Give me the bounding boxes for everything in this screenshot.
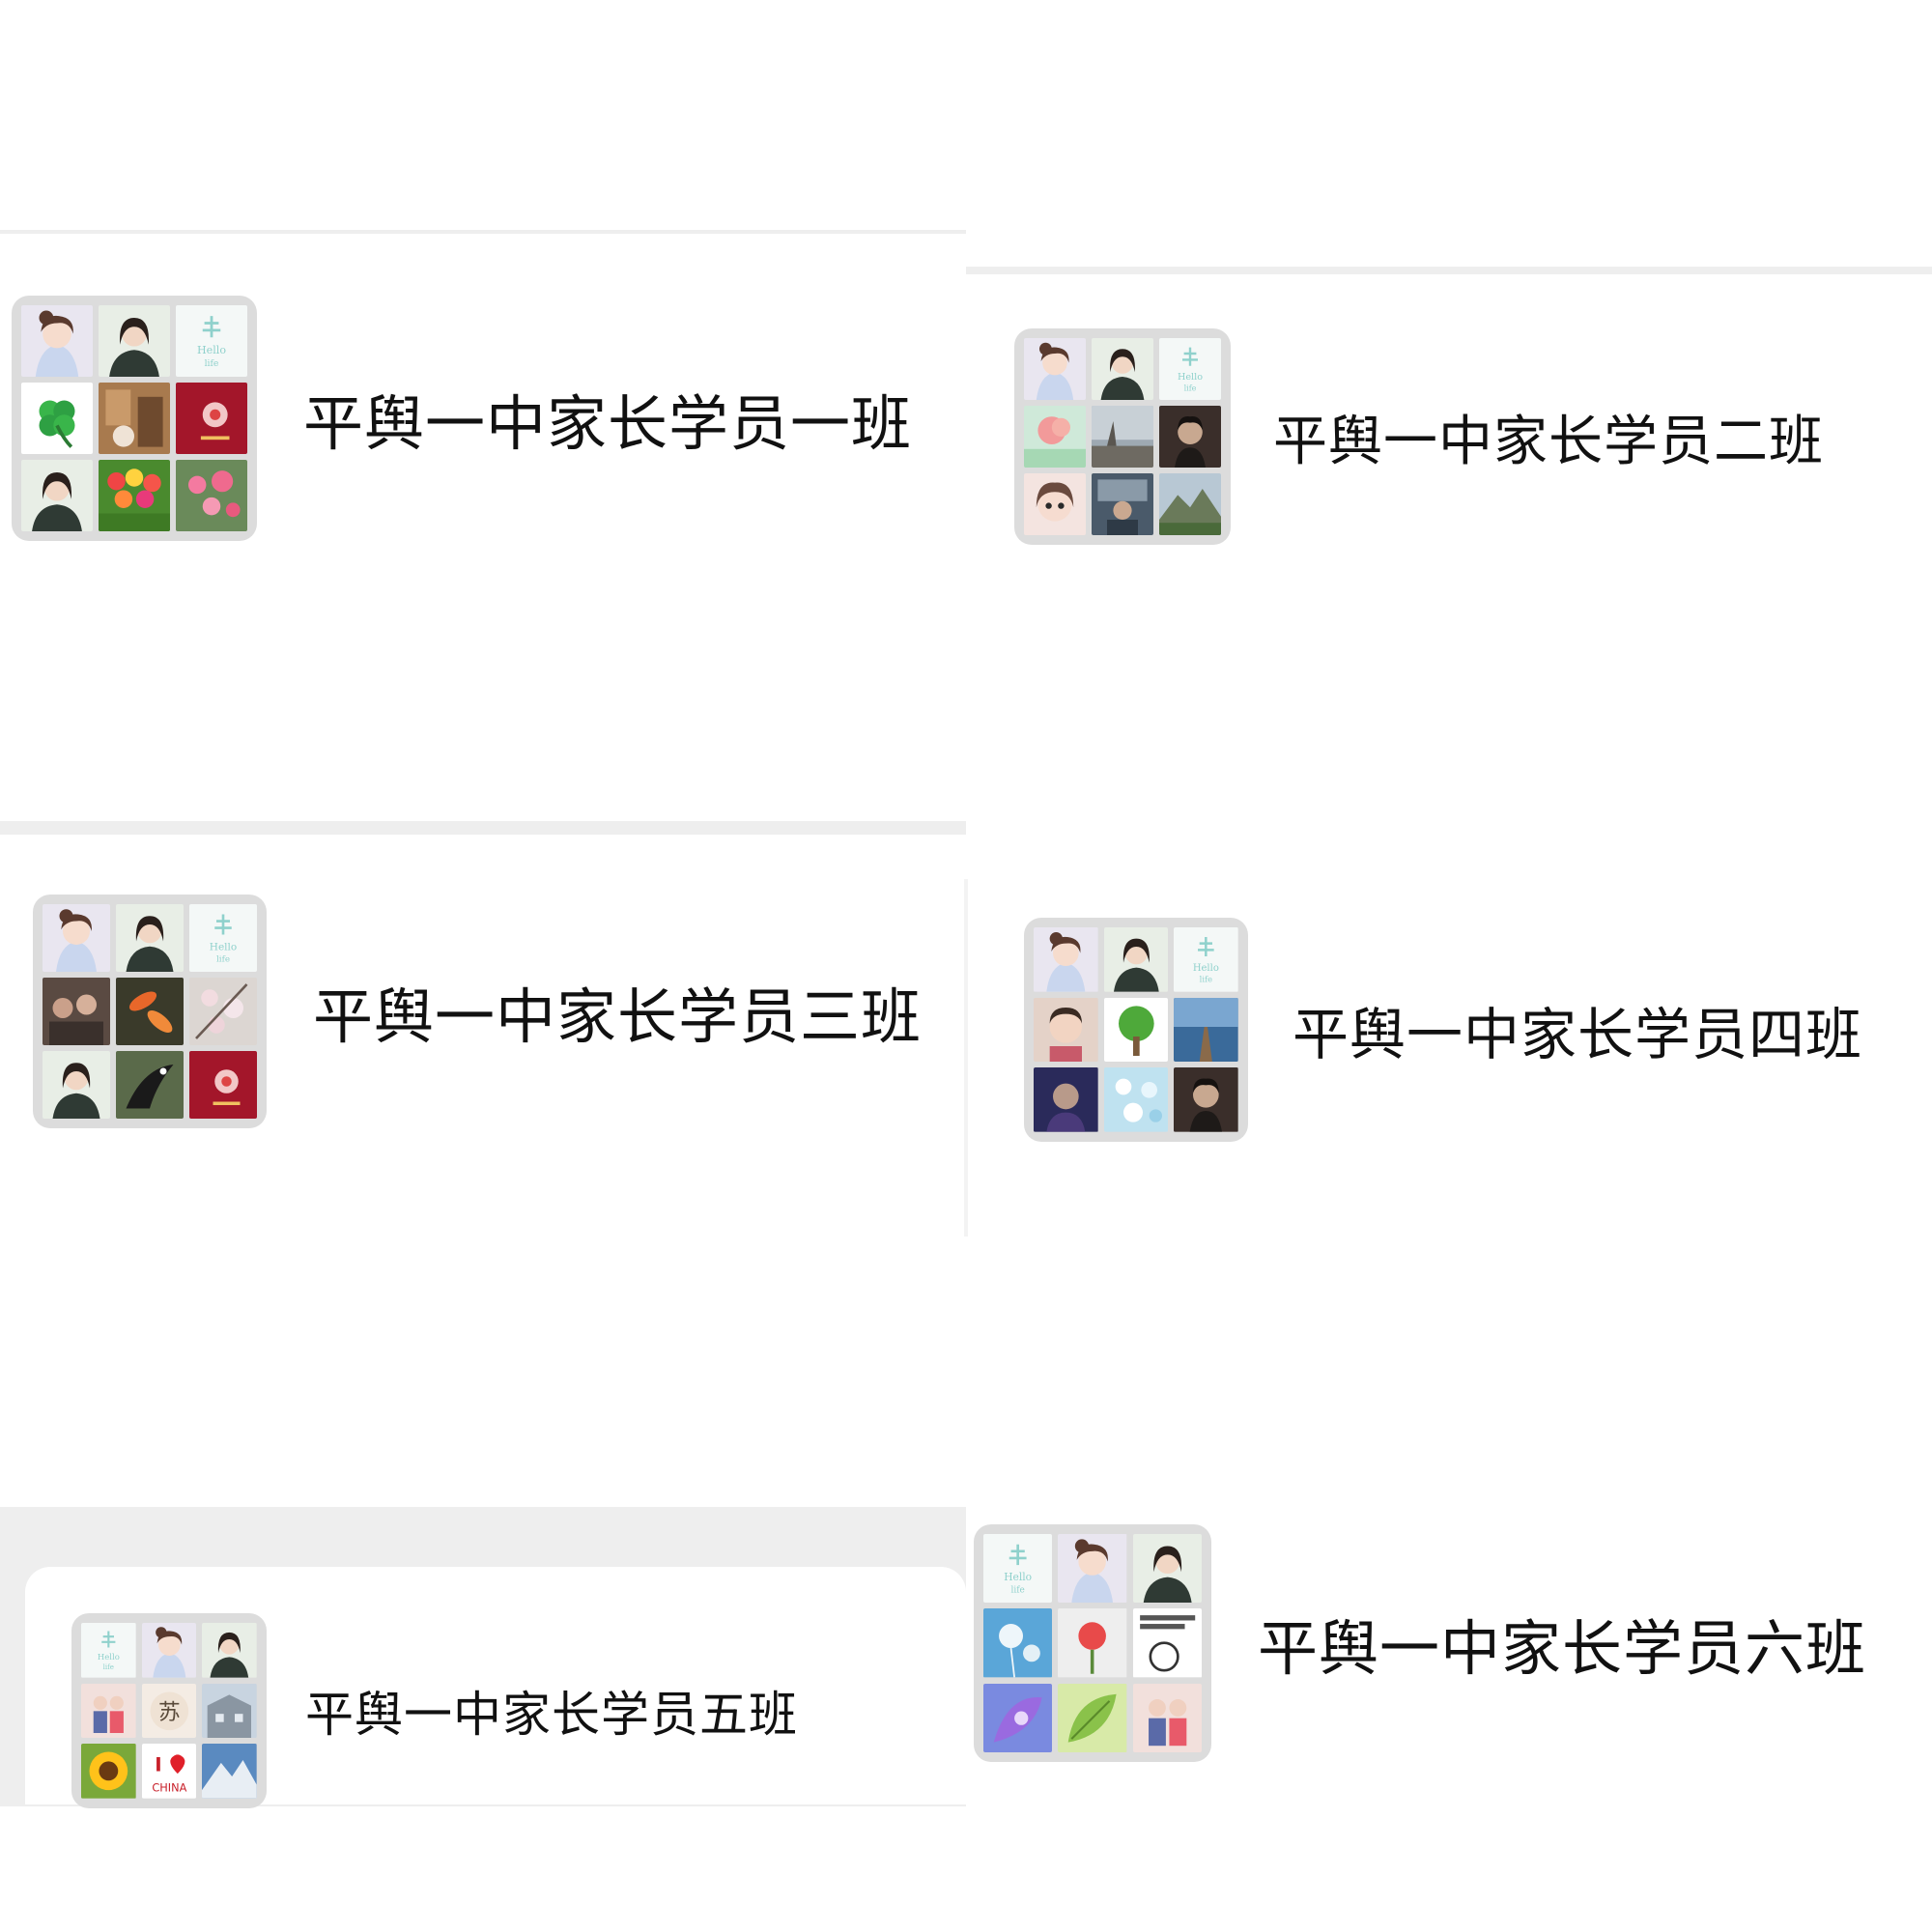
red-card-icon [176, 383, 247, 454]
svg-text:Hello: Hello [1178, 372, 1203, 383]
koi-fish-icon [116, 978, 184, 1045]
anime-girl-icon [43, 904, 110, 972]
green-leaf-icon [1058, 1683, 1127, 1752]
woman-portrait-icon [202, 1623, 257, 1678]
purple-flower-icon [983, 1683, 1053, 1752]
bird-icon [116, 1051, 184, 1119]
clover-icon [21, 383, 93, 454]
woman-portrait-icon [43, 1051, 110, 1119]
separator-line [964, 879, 968, 1236]
woman-portrait-icon [1132, 1534, 1202, 1604]
group-name: 平舆一中家长学员四班 [1293, 1002, 1863, 1067]
dark-portrait-icon [1159, 406, 1221, 468]
group-chat-row[interactable]: Hello life 平舆一中家长学员六班 [974, 1524, 1866, 1762]
svg-text:苏: 苏 [158, 1699, 181, 1724]
i-love-china-icon: I CHINA [141, 1744, 197, 1799]
anime-girl-icon [1024, 338, 1086, 400]
group-name: 平舆一中家长学员一班 [303, 388, 913, 459]
group-name: 平舆一中家长学员六班 [1258, 1613, 1867, 1684]
woman-portrait-icon [1103, 927, 1169, 992]
tile-text: CHINA [152, 1781, 186, 1795]
child-portrait-icon [1034, 997, 1098, 1063]
blossom-icon [189, 978, 257, 1045]
woman-portrait-icon [116, 904, 184, 972]
separator-line [966, 267, 1932, 274]
blue-flowers-icon [1103, 1067, 1169, 1132]
group-avatar: Hello life [12, 296, 257, 541]
group-chat-row[interactable]: Hello life 平舆一中家长学员一班 [12, 296, 912, 541]
flowers-icon [176, 460, 247, 531]
indoor-photo-icon [99, 383, 170, 454]
svg-text:life: life [1200, 975, 1212, 984]
red-flower-icon [1058, 1608, 1127, 1678]
separator-line [0, 821, 966, 835]
woman-portrait-icon [1092, 338, 1153, 400]
office-photo-icon [1092, 473, 1153, 535]
snow-mountain-icon [202, 1744, 257, 1799]
couple-icon [1132, 1683, 1202, 1752]
anime-girl-icon [21, 305, 93, 377]
tile-text: I [155, 1754, 161, 1776]
separator-line [0, 230, 966, 234]
red-card-icon [189, 1051, 257, 1119]
night-portrait-icon [1034, 1067, 1098, 1132]
svg-text:Hello: Hello [197, 344, 226, 356]
couple-icon [81, 1683, 136, 1739]
group-avatar: Hello life [974, 1524, 1211, 1762]
group-avatar: Hello life [33, 895, 267, 1128]
group-name: 平舆一中家长学员二班 [1273, 410, 1824, 473]
calligraphy-icon: 苏 [141, 1683, 197, 1739]
svg-text:Hello: Hello [98, 1653, 120, 1662]
text-card-icon: Hello life [176, 305, 247, 377]
group-chat-row[interactable]: Hello life 平舆一中家长学员三班 [33, 895, 922, 1128]
building-icon [202, 1683, 257, 1739]
tree-icon [1103, 997, 1169, 1063]
meme-icon [1132, 1608, 1202, 1678]
mountain-icon [1159, 473, 1221, 535]
svg-text:life: life [1011, 1586, 1025, 1596]
svg-text:Hello: Hello [1193, 963, 1219, 974]
tulips-icon [99, 460, 170, 531]
pink-flower-icon [1024, 406, 1086, 468]
sky-photo-icon [1092, 406, 1153, 468]
svg-text:life: life [1184, 384, 1197, 392]
svg-text:Hello: Hello [1004, 1571, 1032, 1583]
dark-portrait-icon [1174, 1067, 1238, 1132]
sunflower-icon [81, 1744, 136, 1799]
group-name: 平舆一中家长学员三班 [313, 981, 923, 1052]
svg-text:life: life [103, 1662, 114, 1671]
svg-text:Hello: Hello [210, 941, 237, 952]
dandelion-icon [983, 1608, 1053, 1678]
svg-text:life: life [205, 358, 219, 369]
group-name: 平舆一中家长学员五班 [305, 1687, 798, 1743]
anime-girl-icon [141, 1623, 197, 1678]
cartoon-girl-icon [1024, 473, 1086, 535]
group-photo-icon [43, 978, 110, 1045]
text-card-icon: Hello life [189, 904, 257, 972]
text-card-icon: Hello life [983, 1534, 1053, 1604]
anime-girl-icon [1058, 1534, 1127, 1604]
anime-girl-icon [1034, 927, 1098, 992]
svg-text:life: life [216, 955, 230, 965]
pier-icon [1174, 997, 1238, 1063]
woman-portrait-icon [99, 305, 170, 377]
woman-portrait-icon [21, 460, 93, 531]
